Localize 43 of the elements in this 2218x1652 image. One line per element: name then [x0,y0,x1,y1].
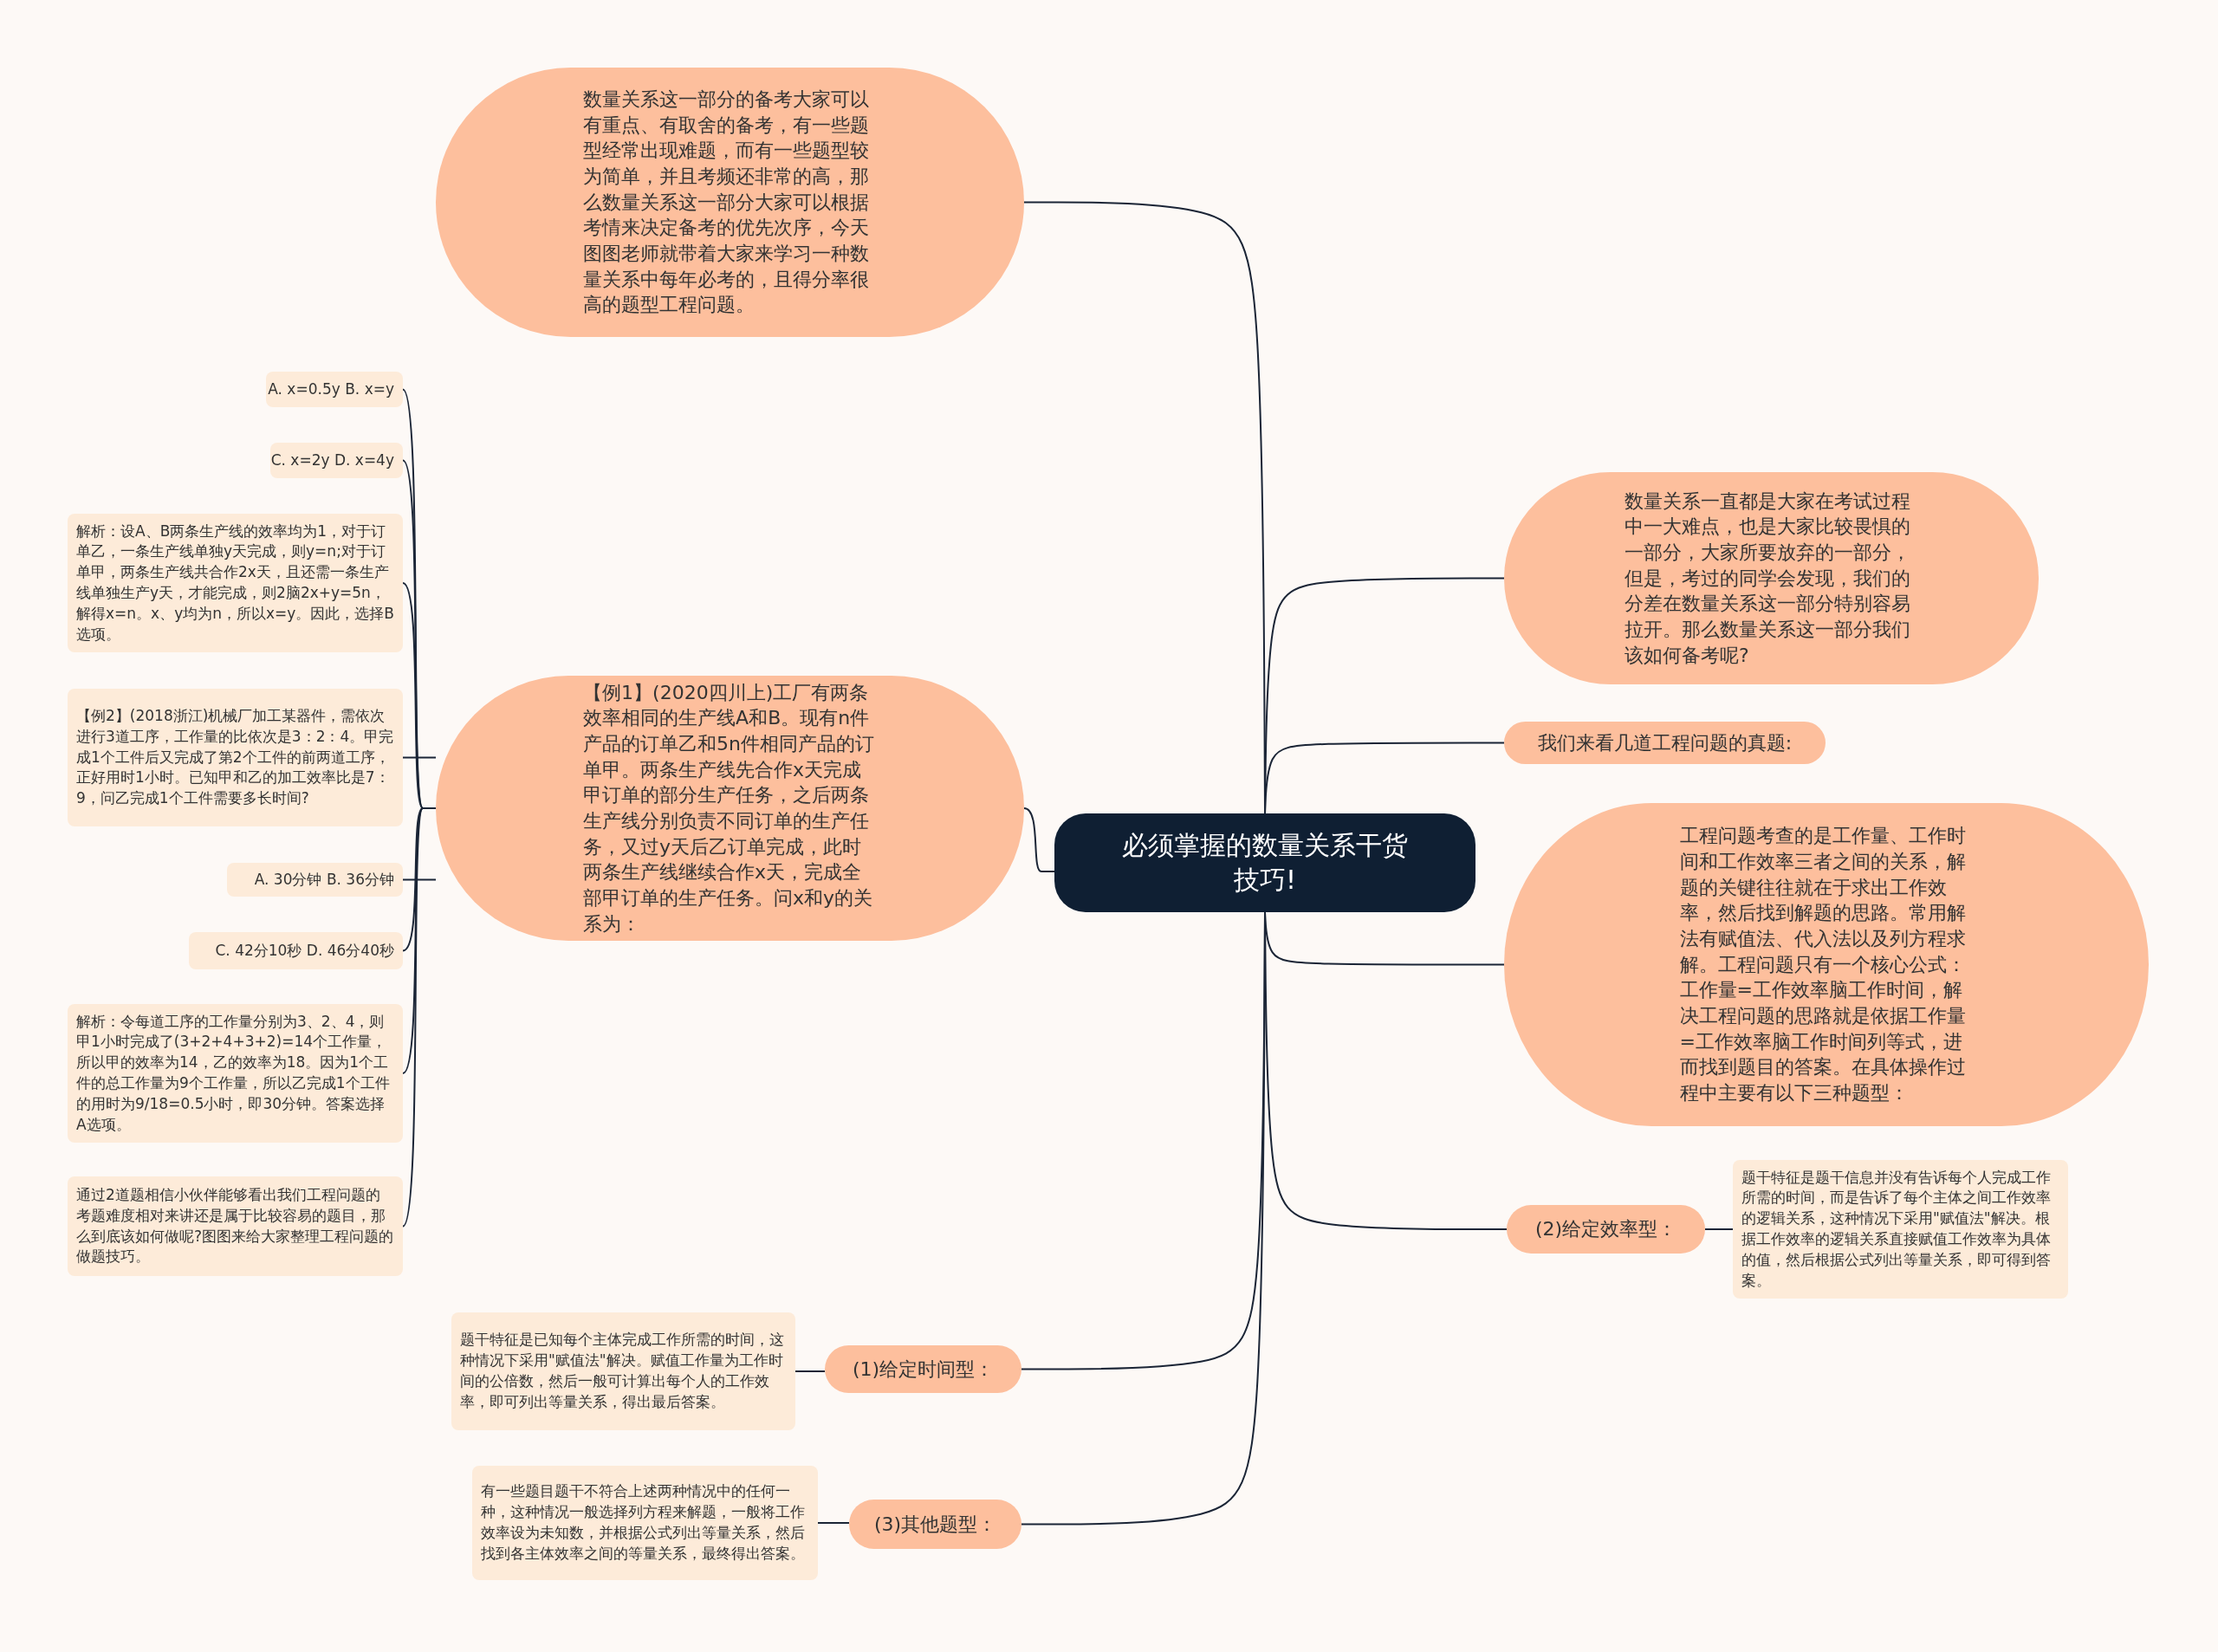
topic-bubble [849,1500,1021,1549]
note-card [68,514,403,652]
note-card [472,1466,818,1580]
note-text: A. x=0.5y B. x=y [268,379,394,399]
note-card [227,863,403,897]
topic-text: 数量关系一直都是大家在考试过程中一大难点，也是大家比较畏惧的一部分，大家所要放弃的一部分，但是，考过的同学会发现，我们的分差在数量关系这一部分特别容易拉开。那么数量关系这一部分我们该如何备考呢? [1625,489,1912,668]
note-text: 【例2】(2018浙江)机械厂加工某器件，需依次进行3道工序，工作量的比依次是3：2：4。甲完成1个工件后又完成了第2个工件的前两道工序，正好用时1小时。已知甲和乙的加工效率比是7：9，问乙完成1个工件需要多长时间? [76,706,394,809]
connector-line [1023,807,1055,872]
connector-line [402,756,437,759]
note-card [270,443,403,478]
note-text: 有一些题目题干不符合上述两种情况中的任何一种，这种情况一般选择列方程来解题，一般将工作效率设为未知数，并根据公式列出等量关系，然后找到各主体效率之间的等量关系，最终得出答案。 [481,1481,806,1564]
topic-text: (1)给定时间型： [852,1357,995,1382]
topic-bubble [825,1345,1021,1393]
note-card [1733,1160,2068,1299]
note-card [189,932,403,969]
topic-bubble [1504,722,1826,764]
connector-line [402,878,437,881]
central-topic-text: 必须掌握的数量关系干货技巧! [1121,828,1409,897]
note-card [68,1176,403,1276]
topic-text: (2)给定效率型： [1534,1217,1677,1241]
note-text: 解析：令每道工序的工作量分别为3、2、4，则甲1小时完成了(3+2+4+3+2)=14个工作量，所以甲的效率为14，乙的效率为18。因为1个工件的总工作量为9个工作量，所以乙完成1个工件的用时为9/18=0.5小时，即30分钟。答案选择A选项。 [76,1011,391,1135]
note-card [68,689,403,826]
note-text: C. x=2y D. x=4y [270,450,394,470]
topic-text: 数量关系这一部分的备考大家可以有重点、有取舍的备考，有一些题型经常出现难题，而有一些题型较为简单，并且考频还非常的高，那么数量关系这一部分大家可以根据考情来决定备考的优先次序，今天图图老师就带着大家来学习一种数量关系中每年必考的，且得分率很高的题型工程问题。 [583,87,871,318]
topic-text: 我们来看几道工程问题的真题: [1537,730,1793,755]
connector-line [794,1370,826,1372]
note-text: C. 42分10秒 D. 46分40秒 [215,940,394,961]
note-card [68,1004,403,1143]
connector-line [1704,1228,1734,1230]
connector-line [1264,742,1505,814]
note-text: 题干特征是题干信息并没有告诉每个人完成工作所需的时间，而是告诉了每个主体之间工作效率的逻辑关系，这种情况下采用"赋值法"解决。根据工作效率的逻辑关系直接赋值工作效率为具体的值，然后根据公式列出等量关系，即可得到答案。 [1741,1167,2052,1291]
topic-text: 【例1】(2020四川上)工厂有两条效率相同的生产线A和B。现有n件产品的订单乙和5n件相同产品的订单甲。两条生产线先合作x天完成甲订单的部分生产任务，之后两条生产线分别负责不同订单的生产任务，又过y天后乙订单完成，此时两条生产线继续合作x天，完成全部甲订单的生产任务。问x和y的关系为： [583,680,876,936]
note-text: 解析：设A、B两条生产线的效率均为1，对于订单乙，一条生产线单独y天完成，则y=n;对于订单甲，两条生产线共合作2x天，且还需一条生产线单独生产y天，才能完成，则2脑2x+y=5n，解得x=n。x、y均为n，所以x=y。因此，选择B选项。 [76,521,394,645]
note-card [451,1312,795,1430]
topic-text: 工程问题考查的是工作量、工作时间和工作效率三者之间的关系，解题的关键往往就在于求出工作效率，然后找到解题的思路。常用解法有赋值法、代入法以及列方程求解。工程问题只有一个核心公式：工作量=工作效率脑工作时间，解决工程问题的思路就是依据工作量=工作效率脑工作时间列等式，进而找到题目的答案。在具体操作过程中主要有以下三种题型： [1679,824,1967,1106]
note-card [266,372,403,407]
topic-text: (3)其他题型： [873,1512,997,1537]
note-text: A. 30分钟 B. 36分钟 [254,869,394,890]
topic-bubble [1507,1205,1705,1254]
central-topic [1054,813,1475,912]
connector-line [817,1522,850,1524]
note-text: 题干特征是已知每个主体完成工作所需的时间，这种情况下采用"赋值法"解决。赋值工作量为工作时间的公倍数，然后一般可计算出每个人的工作效率，即可列出等量关系，得出最后答案。 [460,1330,785,1412]
note-text: 通过2道题相信小伙伴能够看出我们工程问题的考题难度相对来讲还是属于比较容易的题目，那么到底该如何做呢?图图来给大家整理工程问题的做题技巧。 [76,1184,394,1267]
